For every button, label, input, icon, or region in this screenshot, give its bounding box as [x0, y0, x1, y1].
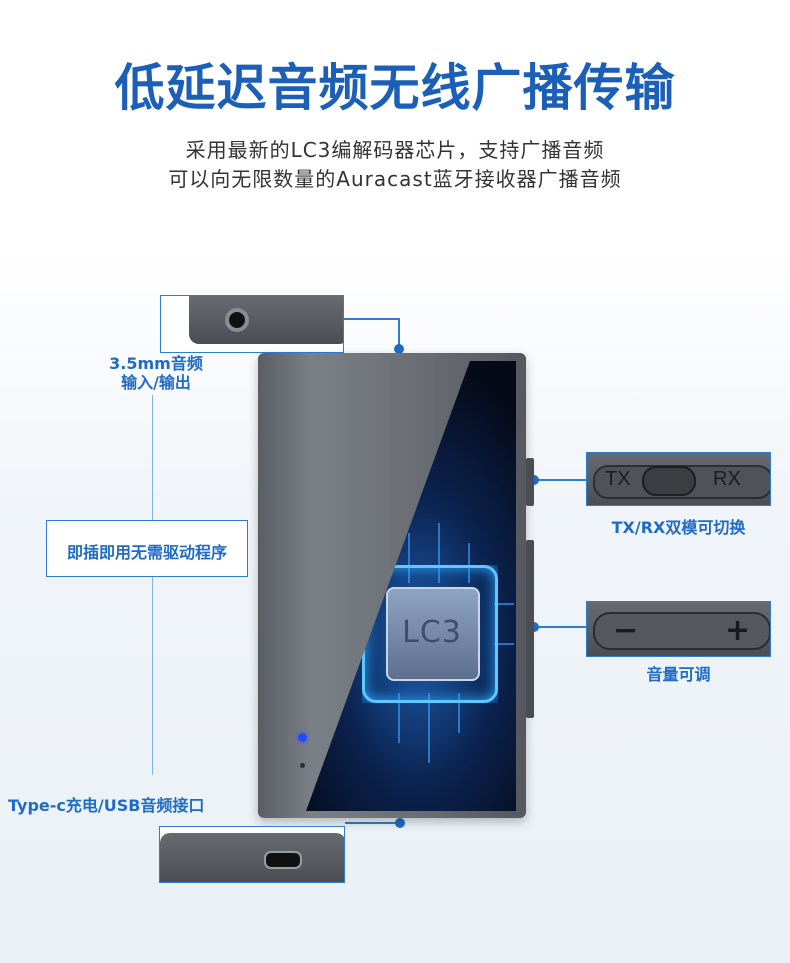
- lc3-chip-icon: [386, 587, 480, 681]
- usb-connector-h: [345, 822, 400, 824]
- transmitter-device: LC3: [258, 353, 526, 818]
- usb-port-detail: [159, 826, 345, 883]
- subtitle-line-1: 采用最新的LC3编解码器芯片，支持广播音频: [185, 138, 605, 162]
- circuit-trace: [458, 693, 460, 733]
- circuit-trace: [378, 553, 380, 583]
- volume-detail: − +: [586, 601, 771, 657]
- volume-rocker-side: [526, 540, 534, 718]
- page-title: 低延迟音频无线广播传输: [114, 59, 676, 117]
- jack-connector-v: [398, 318, 400, 348]
- chip-label: LC3: [402, 615, 462, 650]
- circuit-trace: [398, 693, 400, 743]
- audio-jack-label-line1: 3.5mm音频: [109, 354, 203, 373]
- mode-switch-detail: TX RX: [586, 452, 771, 506]
- circuit-trace: [428, 693, 430, 763]
- circuit-trace: [494, 643, 514, 645]
- mode-switch-side: [526, 458, 534, 506]
- mic-hole: [300, 763, 305, 768]
- jack-connector-h: [344, 318, 399, 320]
- switch-connector-dot: [529, 475, 539, 485]
- jack-connector-dot: [394, 344, 404, 354]
- circuit-trace: [468, 543, 470, 583]
- usb-c-port-icon: [264, 851, 302, 869]
- audio-jack-label-line2: 输入/输出: [121, 373, 191, 392]
- switch-connector: [533, 479, 586, 481]
- device-screen: LC3: [306, 361, 516, 811]
- plug-and-play-box: [46, 520, 248, 577]
- mode-switch-label: TX/RX双模可切换: [611, 518, 746, 537]
- audio-jack-label: 3.5mm音频 输入/输出: [86, 354, 226, 392]
- audio-jack-icon: [225, 308, 249, 332]
- usb-connector-dot: [395, 818, 405, 828]
- audio-jack-detail: [160, 295, 344, 353]
- circuit-trace: [408, 533, 410, 583]
- left-guide-line: [152, 395, 153, 775]
- usb-label: Type-c充电/USB音频接口: [8, 796, 205, 815]
- switch-tx-text: TX: [605, 468, 631, 490]
- switch-knob: [642, 466, 696, 496]
- plug-and-play-label: 即插即用无需驱动程序: [66, 543, 227, 562]
- volume-connector: [533, 626, 586, 628]
- circuit-trace: [494, 603, 514, 605]
- minus-icon: −: [613, 613, 639, 648]
- usb-device-edge: [160, 833, 344, 882]
- circuit-trace: [438, 523, 440, 583]
- plus-icon: +: [725, 613, 751, 648]
- switch-rx-text: RX: [713, 468, 741, 490]
- subtitle-line-2: 可以向无限数量的Auracast蓝牙接收器广播音频: [168, 167, 622, 191]
- volume-rocker: [593, 612, 770, 650]
- volume-label: 音量可调: [646, 665, 711, 684]
- status-led: [298, 733, 307, 742]
- volume-connector-dot: [529, 622, 539, 632]
- jack-device-edge: [189, 296, 343, 344]
